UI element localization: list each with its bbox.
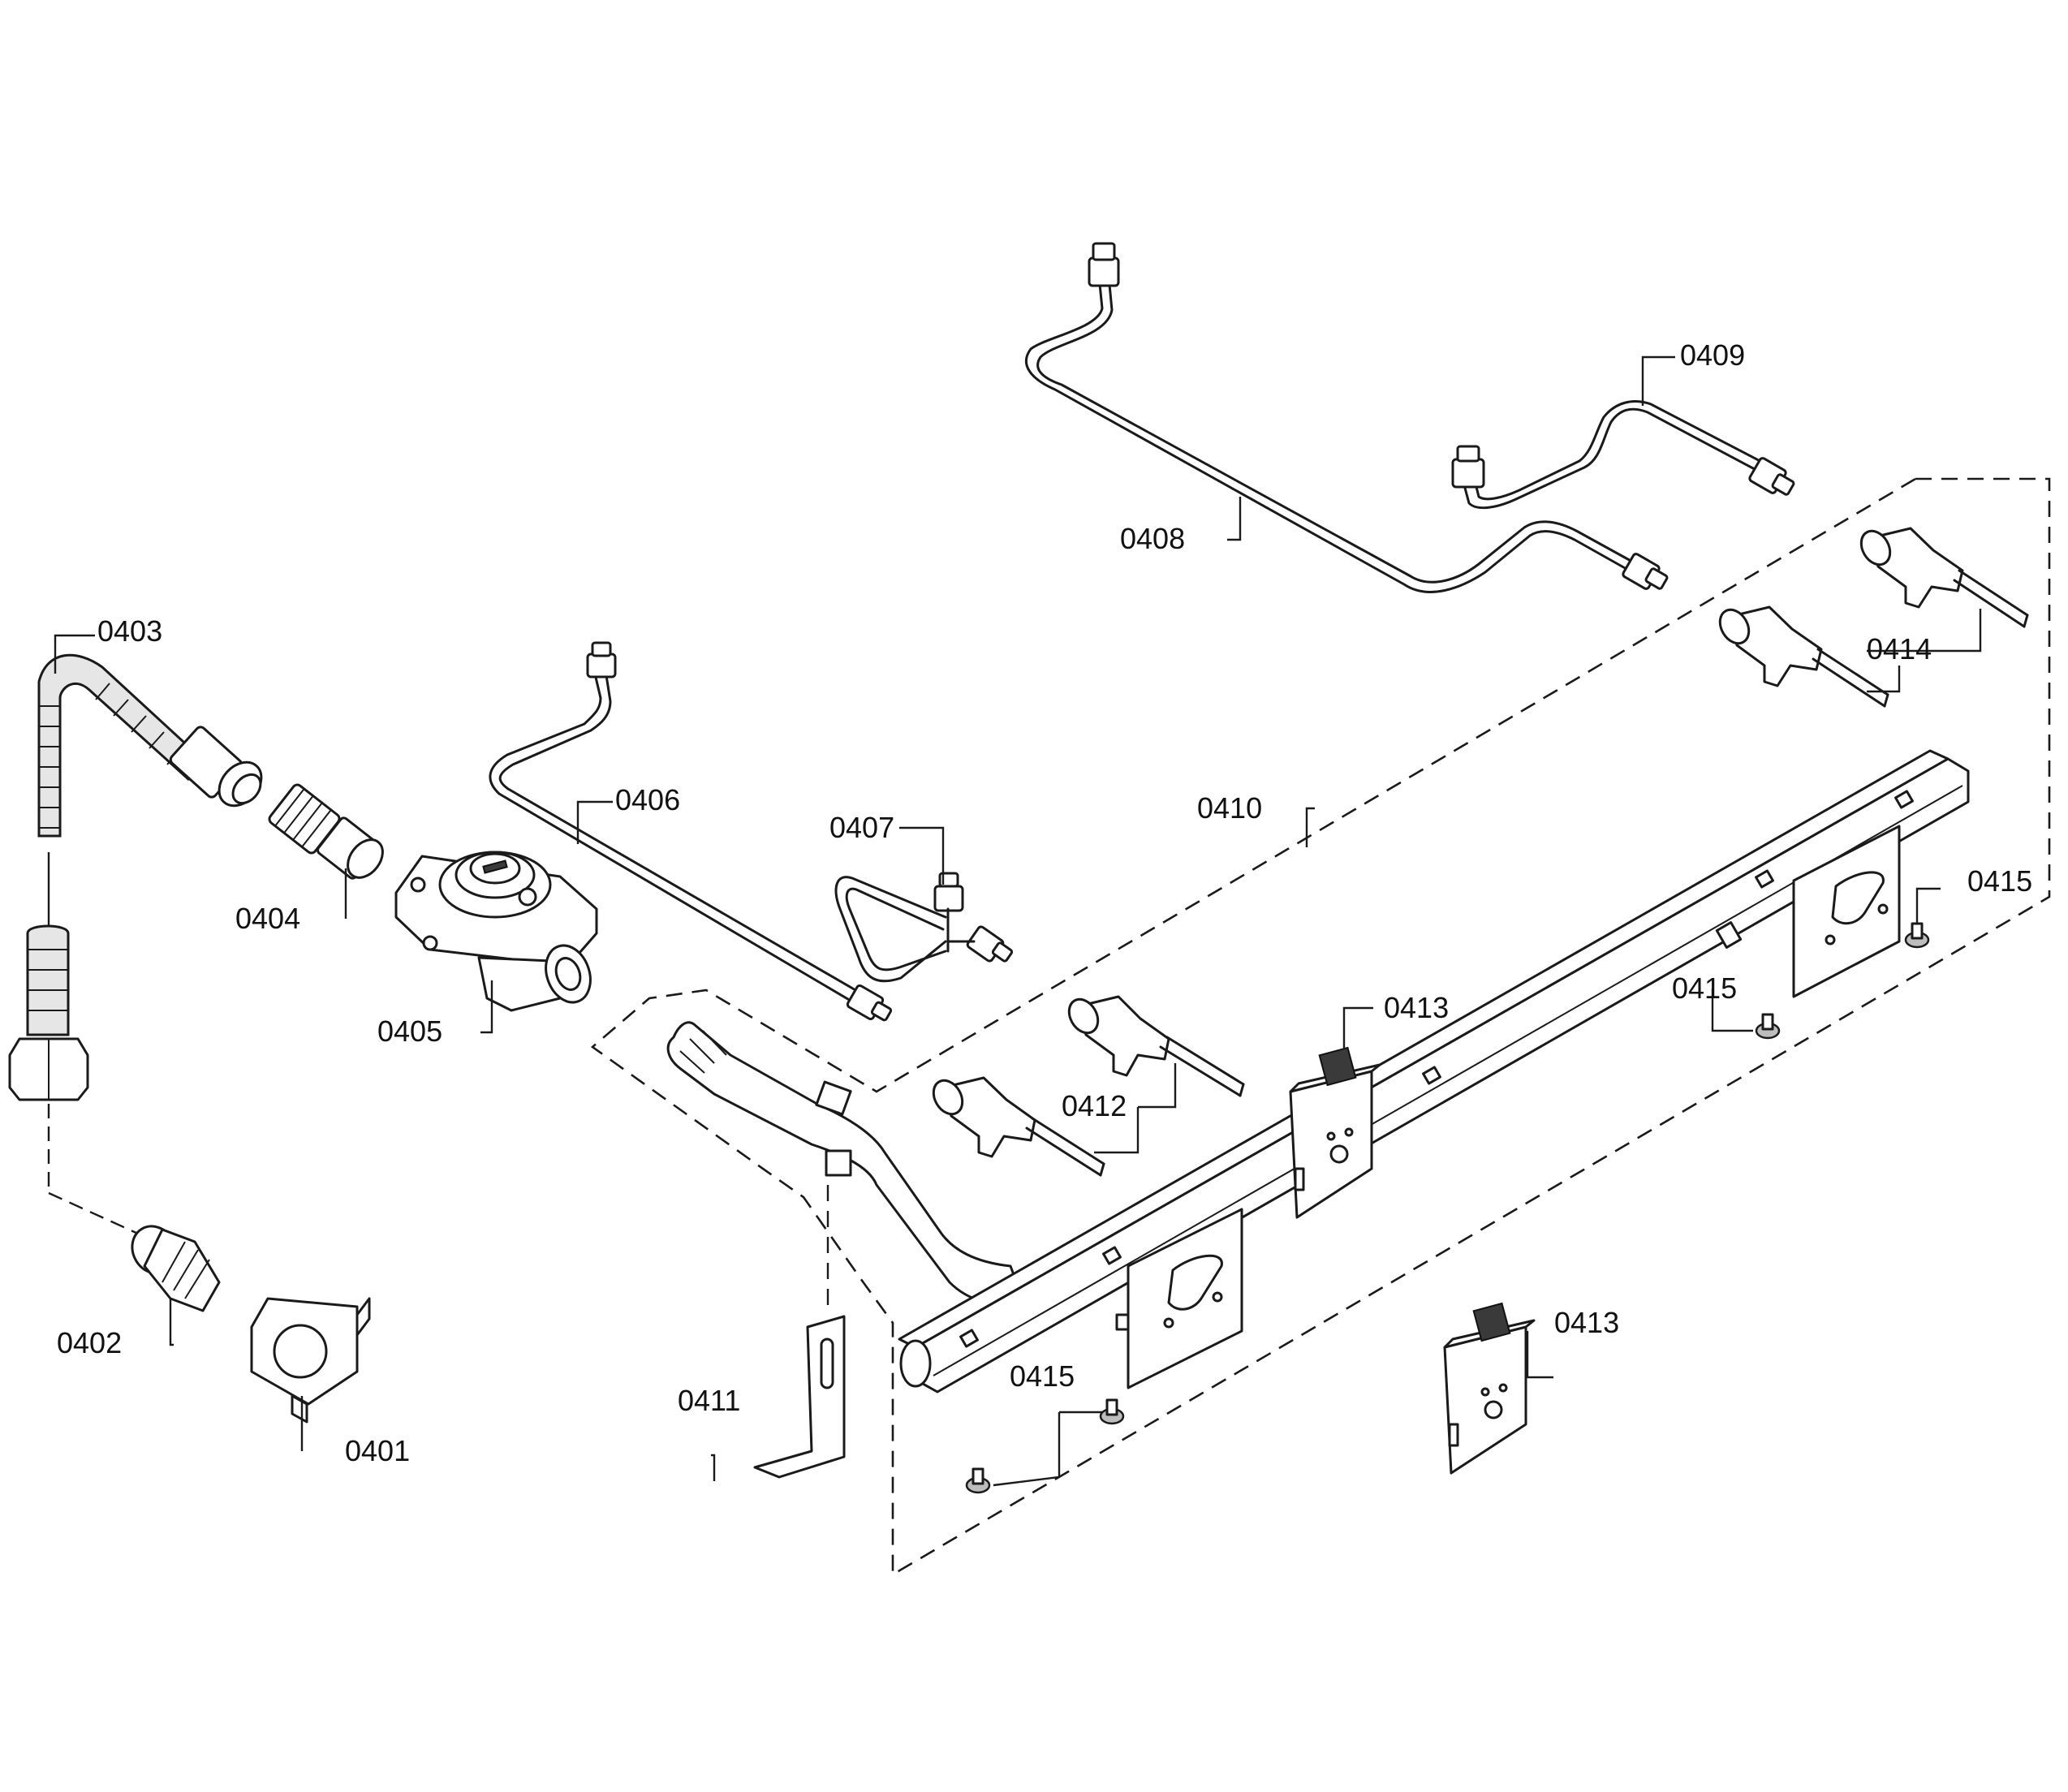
callout-0414: 0414 — [1867, 632, 1932, 666]
callout-0413-lower: 0413 — [1554, 1306, 1619, 1339]
gas-pipe-0406 — [489, 641, 893, 1022]
screw-0415-d — [965, 1467, 991, 1494]
connector-0404 — [268, 783, 384, 880]
callout-0403: 0403 — [97, 614, 162, 648]
callout-0409: 0409 — [1680, 338, 1745, 372]
spark-switch-0413-a — [1289, 1046, 1381, 1219]
valve-0412-b — [932, 1076, 1105, 1177]
screw-0415-c — [1099, 1398, 1125, 1425]
leader-lines — [54, 355, 1982, 1487]
callout-0407: 0407 — [829, 811, 894, 844]
gas-pipe-0408 — [1025, 242, 1669, 593]
callout-0402: 0402 — [57, 1326, 122, 1359]
spark-switch-0413-b — [1443, 1302, 1536, 1475]
callout-0412: 0412 — [1062, 1089, 1127, 1122]
manifold-rail — [898, 749, 1970, 1394]
callout-0415-right: 0415 — [1967, 864, 2032, 898]
pressure-regulator-0405 — [394, 851, 598, 1012]
screw-0415-b — [1755, 1013, 1781, 1040]
callout-0411: 0411 — [678, 1384, 740, 1417]
fitting-0402 — [47, 1104, 221, 1312]
callout-0408: 0408 — [1120, 522, 1185, 555]
valve-0414-b — [1718, 605, 1889, 708]
callout-0413-upper: 0413 — [1384, 991, 1449, 1024]
callout-0410: 0410 — [1197, 791, 1262, 825]
callout-0404: 0404 — [235, 902, 300, 935]
assembly-outline-0410 — [590, 477, 2051, 1577]
callout-0401: 0401 — [345, 1434, 410, 1467]
gas-pipe-0409 — [1451, 400, 1795, 510]
callout-0406: 0406 — [615, 783, 680, 816]
callout-0405: 0405 — [377, 1014, 442, 1048]
gas-pipe-0407 — [834, 872, 1014, 983]
bracket-0401 — [250, 1297, 371, 1424]
callout-0415-middle: 0415 — [1672, 971, 1737, 1005]
callout-0415-left: 0415 — [1010, 1359, 1075, 1393]
flex-hose-0403 — [8, 653, 263, 1101]
screw-0415-a — [1904, 922, 1930, 949]
bracket-0411 — [753, 1185, 846, 1479]
burner-tube-0410 — [666, 1021, 1024, 1305]
valve-0412-a — [1067, 995, 1245, 1097]
valve-0414-a — [1859, 527, 2029, 628]
